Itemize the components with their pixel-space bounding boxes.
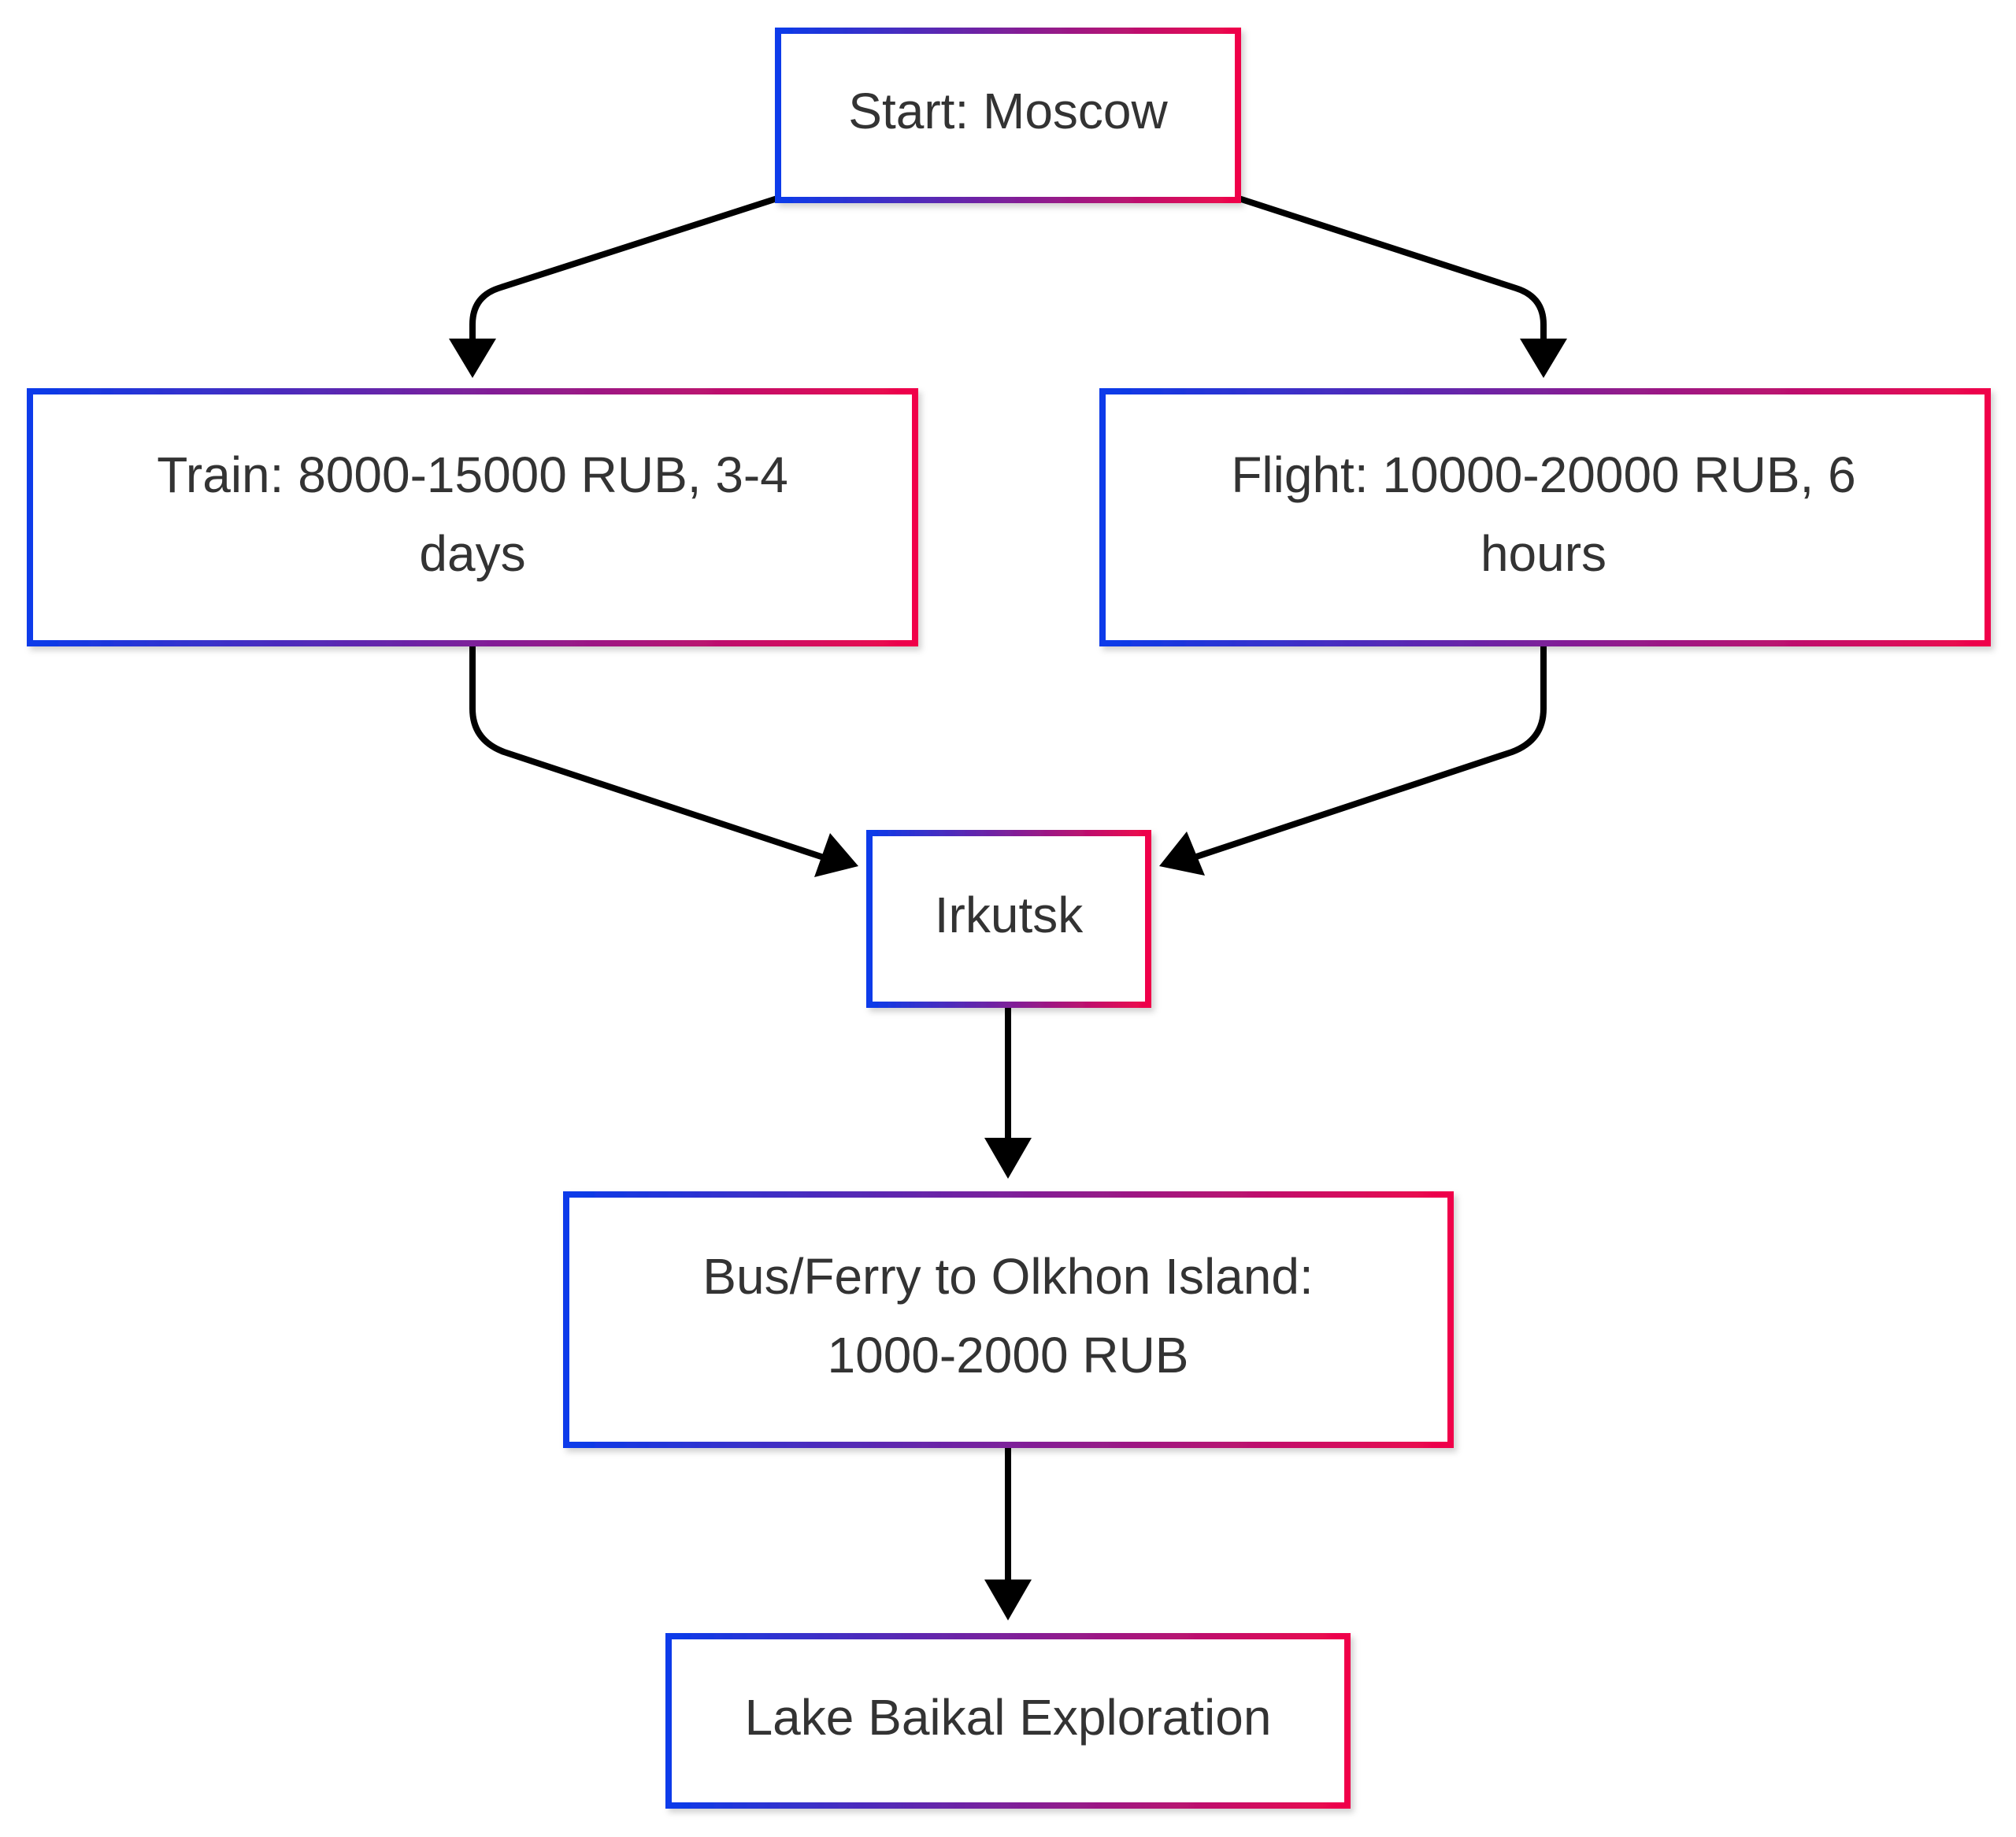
arrowhead-irkutsk-right: [1159, 831, 1205, 876]
edges: [449, 194, 1567, 1620]
node-bus-box: [563, 1191, 1454, 1448]
node-bus: [563, 1191, 1454, 1448]
node-flight-box: [1099, 388, 1991, 646]
node-flight: [1099, 388, 1991, 646]
edge-start-to-train: [469, 194, 781, 346]
node-baikal: [665, 1633, 1351, 1809]
node-bus-label-line1: Bus/Ferry to Olkhon Island:: [702, 1248, 1313, 1305]
node-start: [775, 28, 1241, 203]
node-irkutsk-box: [866, 830, 1151, 1008]
edge-train-to-irkutsk: [469, 644, 832, 863]
edge-flight-to-irkutsk: [1185, 644, 1547, 863]
node-bus-label-line2: 1000-2000 RUB: [828, 1327, 1189, 1383]
node-irkutsk-label: Irkutsk: [935, 887, 1084, 943]
arrowhead-bus: [984, 1138, 1032, 1179]
node-train-label-line1: Train: 8000-15000 RUB, 3-4: [157, 446, 788, 503]
node-baikal-label: Lake Baikal Exploration: [745, 1689, 1272, 1746]
node-irkutsk: [866, 830, 1151, 1008]
arrowhead-flight: [1520, 339, 1567, 378]
node-train-label-line2: days: [419, 525, 525, 582]
node-flight-label-line2: hours: [1480, 525, 1606, 582]
node-start-box: [775, 28, 1241, 203]
edge-start-to-flight: [1235, 194, 1547, 346]
node-baikal-box: [665, 1633, 1351, 1809]
node-start-label: Start: Moscow: [848, 83, 1168, 139]
arrowhead-train: [449, 339, 496, 378]
arrowhead-irkutsk-left: [814, 833, 858, 877]
node-train: [27, 388, 918, 646]
node-flight-label-line1: Flight: 10000-20000 RUB, 6: [1231, 446, 1855, 503]
node-train-box: [27, 388, 918, 646]
arrowhead-baikal: [984, 1580, 1032, 1620]
